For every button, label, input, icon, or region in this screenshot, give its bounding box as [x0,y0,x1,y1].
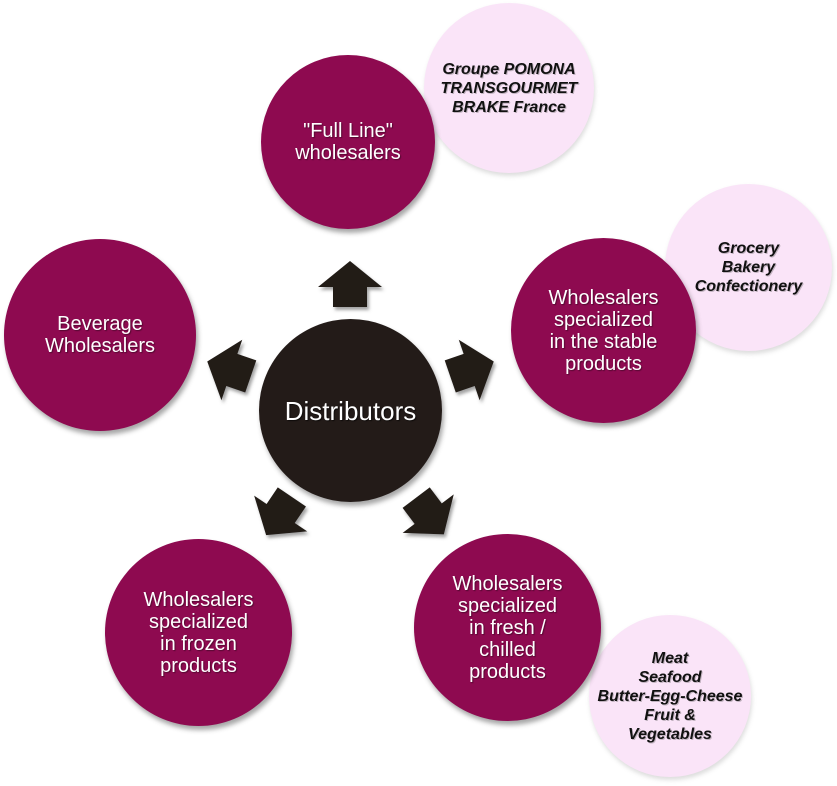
branch-label-fresh: Wholesalers specialized in fresh / chill… [452,572,563,683]
example-label-full-line: Groupe POMONA TRANSGOURMET BRAKE France [440,60,578,116]
branch-circle-frozen: Wholesalers specialized in frozen produc… [105,539,292,726]
example-circle-fresh: Meat Seafood Butter-Egg-Cheese Fruit & V… [589,615,751,777]
example-circle-full-line: Groupe POMONA TRANSGOURMET BRAKE France [424,3,594,173]
branch-label-full-line: "Full Line" wholesalers [295,120,401,164]
branch-circle-full-line: "Full Line" wholesalers [261,55,435,229]
arrow-up-icon [318,261,382,307]
arrow-up-left-icon [207,339,257,401]
arrow-down-right-icon [402,487,454,535]
hub-circle-distributors: Distributors [259,319,442,502]
branch-circle-stable: Wholesalers specialized in the stable pr… [511,238,696,423]
branch-label-beverage: Beverage Wholesalers [44,313,156,357]
branch-circle-beverage: Beverage Wholesalers [4,239,196,431]
branch-label-frozen: Wholesalers specialized in frozen produc… [143,588,254,677]
branch-circle-fresh: Wholesalers specialized in fresh / chill… [414,534,601,721]
example-label-stable: Grocery Bakery Confectionery [694,240,803,295]
example-label-fresh: Meat Seafood Butter-Egg-Cheese Fruit & V… [597,649,743,743]
arrow-up-right-icon [444,339,494,401]
hub-label-distributors: Distributors [284,395,417,426]
branch-label-stable: Wholesalers specialized in the stable pr… [548,286,659,375]
